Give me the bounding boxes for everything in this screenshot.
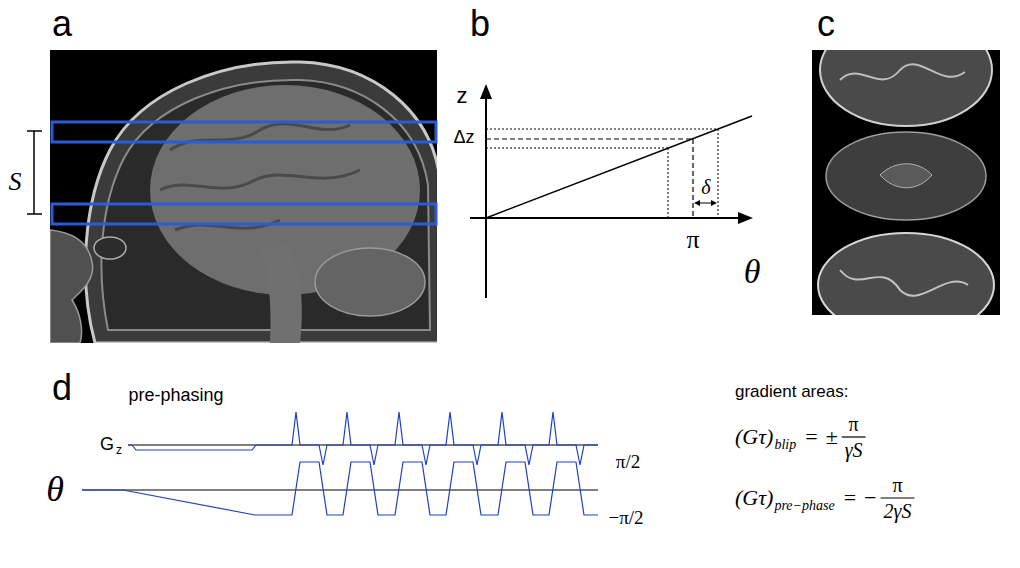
- panel-letter: a: [52, 4, 72, 44]
- sagittal-mri: [27, 50, 440, 343]
- fraction-bar: [881, 497, 915, 498]
- theta-axis: [470, 217, 742, 219]
- fraction-denominator: γS: [845, 439, 863, 461]
- segment-label: pre-phasing: [128, 386, 223, 406]
- signal-label: G: [100, 435, 114, 455]
- cerebellum: [315, 248, 425, 316]
- signal-subscript: z: [116, 444, 122, 457]
- brainstem: [880, 164, 932, 188]
- arrowhead: [480, 84, 492, 99]
- arrowhead: [738, 212, 753, 224]
- brain-slice: [820, 50, 992, 126]
- fraction-numerator: π: [849, 413, 859, 435]
- tick-label: π: [686, 226, 699, 255]
- scalp: [85, 62, 437, 343]
- z-axis: [485, 94, 487, 298]
- width-arrow: [694, 200, 717, 206]
- fraction-bar: [842, 436, 866, 437]
- equation-term: (Gτ): [735, 425, 773, 449]
- guide-lines: [486, 129, 718, 218]
- axial-mri: [812, 14, 1000, 337]
- axis-label: θ: [744, 253, 761, 290]
- equation-sign: ±: [826, 425, 838, 449]
- gradient-waveform: [128, 412, 598, 465]
- axis-label: z: [457, 84, 468, 108]
- gyri: [840, 64, 965, 80]
- slice-box: [52, 204, 436, 224]
- note-heading: gradient areas:: [735, 383, 848, 402]
- panel-letter: b: [470, 4, 490, 44]
- baseline: [82, 490, 598, 491]
- equation-subscript: blip: [774, 437, 796, 452]
- guide-lines: [486, 139, 693, 218]
- eye: [94, 237, 126, 259]
- brainstem: [260, 245, 302, 343]
- phase-plot: [470, 84, 753, 298]
- spacing-bracket: [27, 131, 42, 214]
- brain-slice: [826, 132, 986, 220]
- gyri: [160, 124, 360, 230]
- phase-waveform: [82, 462, 598, 515]
- equation-sign: −: [864, 486, 876, 510]
- fraction-denominator: 2γS: [884, 500, 912, 522]
- dimension-label: δ: [701, 176, 710, 198]
- gyri: [840, 270, 968, 296]
- face: [50, 230, 93, 343]
- dimension-label: Δz: [453, 128, 474, 148]
- slice-box: [52, 122, 436, 142]
- dimension-label: S: [9, 168, 22, 197]
- panel-letter: c: [817, 4, 835, 44]
- phase-line: [486, 116, 752, 218]
- equation-sign: =: [844, 486, 856, 510]
- fraction-numerator: π: [892, 474, 902, 496]
- panel-letter: d: [52, 368, 72, 408]
- equation-subscript: pre−phase: [774, 498, 834, 513]
- level-label: −π/2: [608, 508, 643, 529]
- equation-sign: =: [805, 425, 817, 449]
- brain-slice: [818, 233, 994, 315]
- equation-term: (Gτ): [735, 486, 773, 510]
- signal-label: θ: [46, 470, 64, 510]
- level-label: π/2: [616, 452, 640, 473]
- pulse-sequence: [82, 412, 598, 515]
